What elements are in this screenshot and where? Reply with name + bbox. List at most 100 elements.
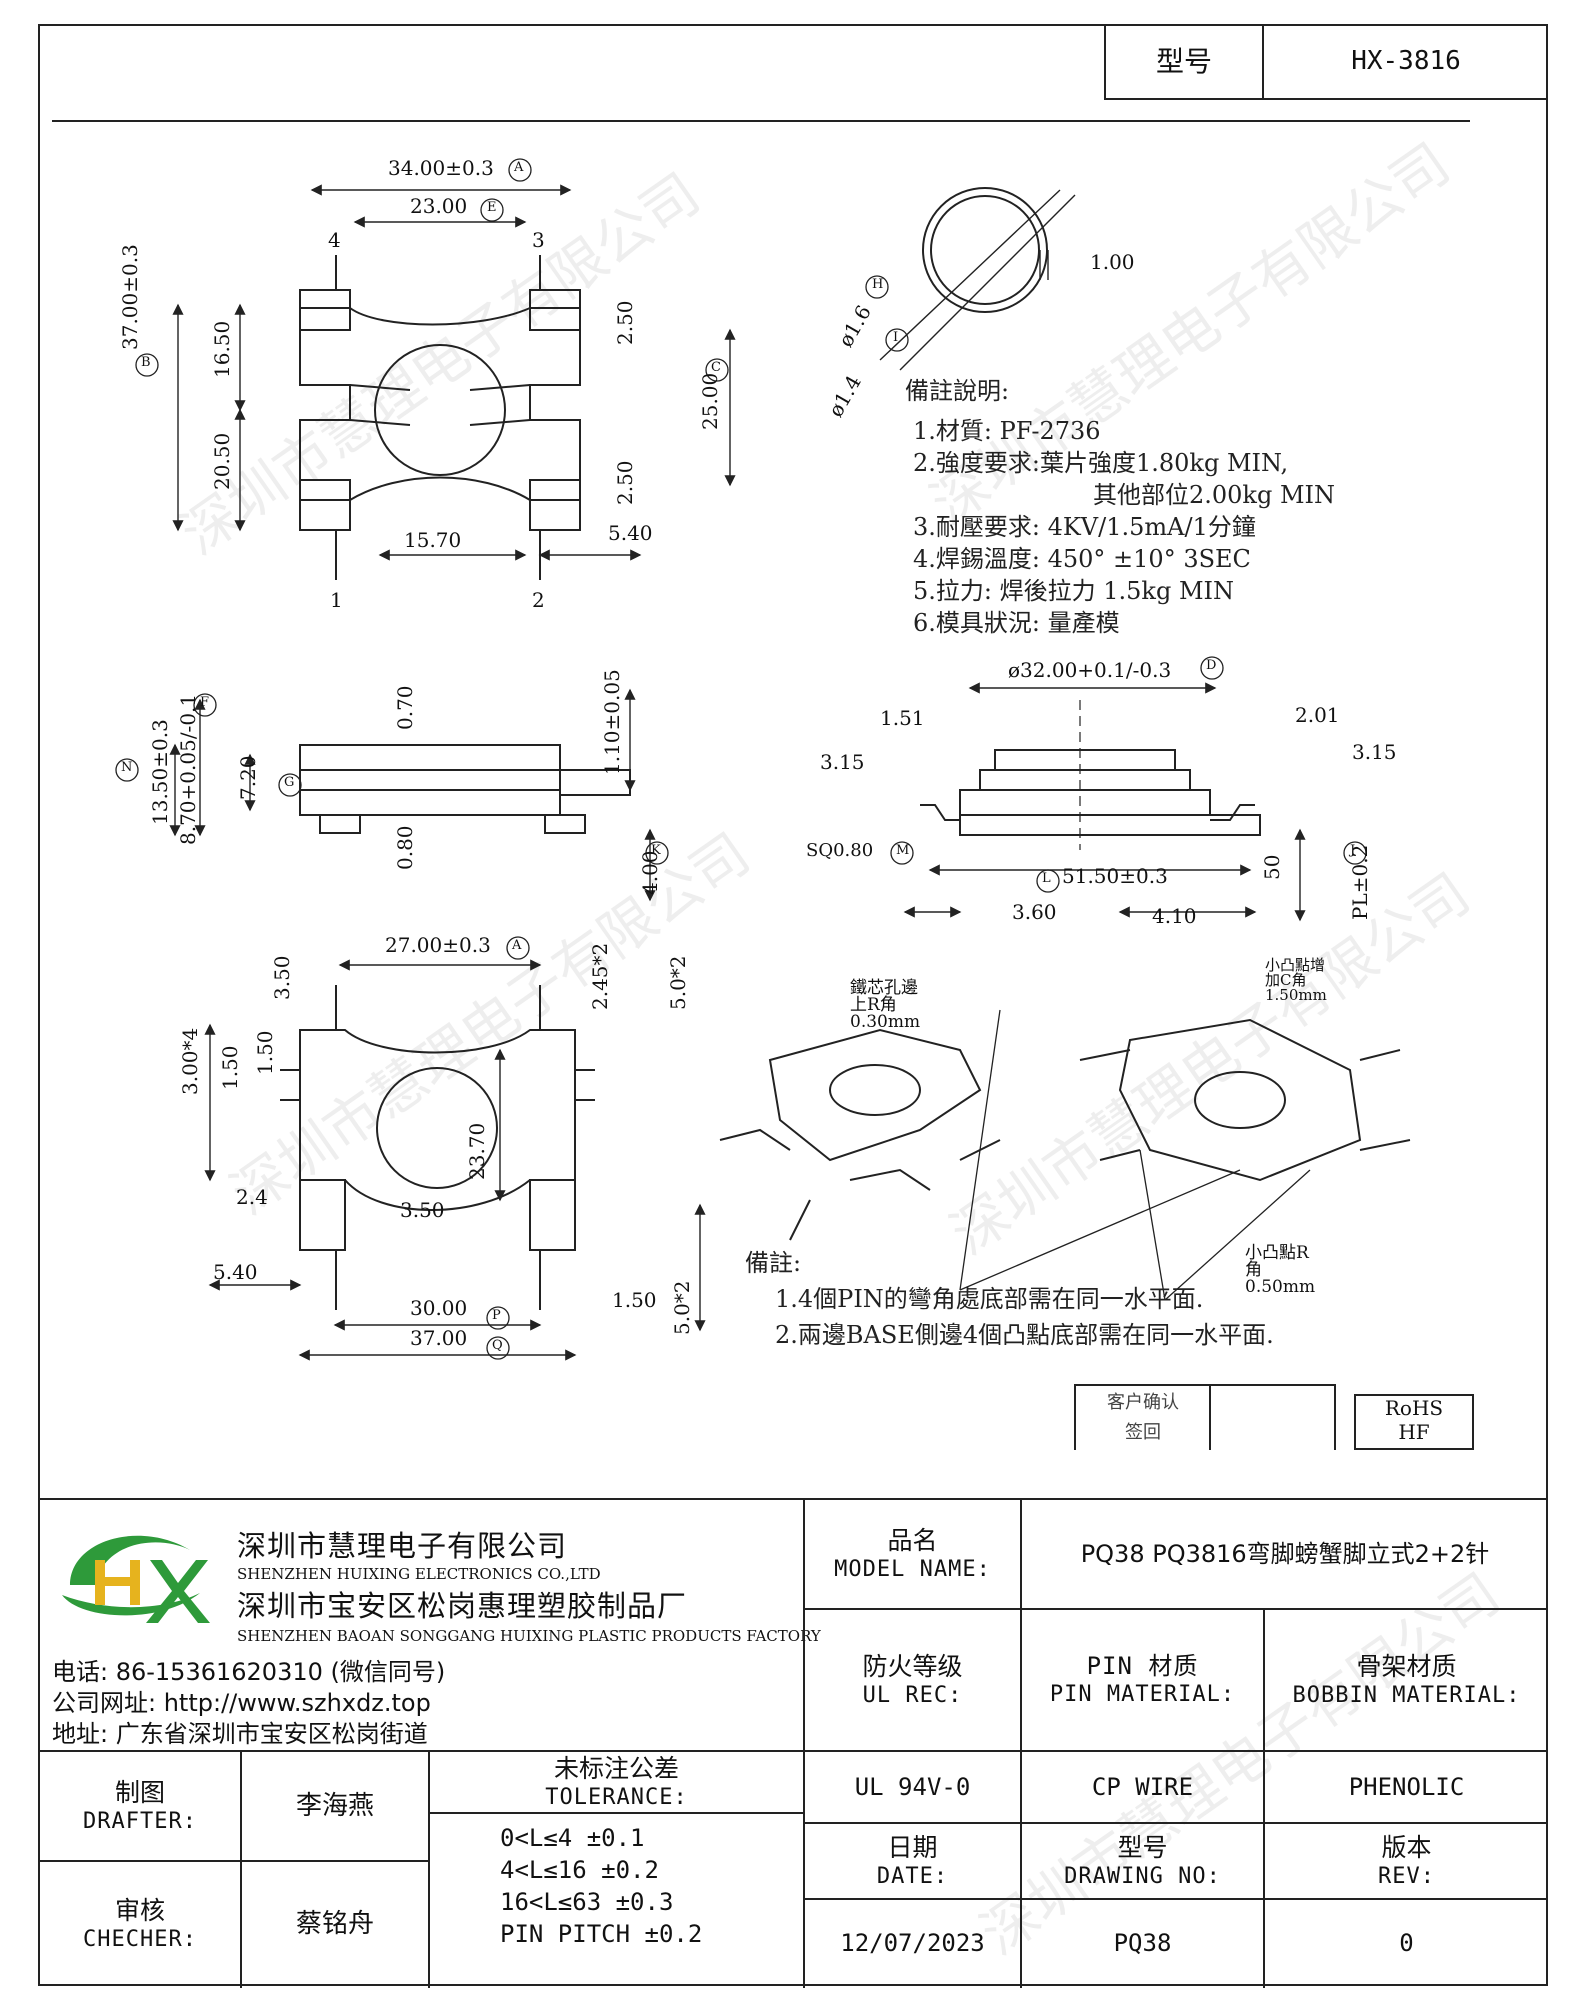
pin-material-label: PIN 材质 PIN MATERIAL: bbox=[1022, 1610, 1263, 1750]
ul-label-en: UL REC: bbox=[862, 1682, 963, 1708]
dim-text: 25.00 bbox=[698, 372, 722, 430]
note-item: 2.兩邊BASE側邊4個凸點底部需在同一水平面. bbox=[775, 1321, 1274, 1349]
grid-line bbox=[38, 1860, 428, 1862]
model-name-label-en: MODEL NAME: bbox=[834, 1556, 991, 1582]
technical-drawing bbox=[115, 158, 1474, 1450]
company-address: 地址: 广东省深圳市宝安区松岗街道 bbox=[52, 1720, 428, 1748]
dim-text: SQ0.80 bbox=[806, 840, 874, 861]
note-item: 2.強度要求:葉片強度1.80kg MIN, bbox=[913, 449, 1289, 477]
grid-line bbox=[428, 1812, 803, 1814]
isometric-view-right bbox=[1079, 1018, 1411, 1182]
circle-label: P bbox=[492, 1308, 501, 1323]
tolerance-line: 0<L≤4 ±0.1 bbox=[500, 1824, 645, 1852]
pin-detail bbox=[879, 187, 1076, 371]
company-name-en: SHENZHEN HUIXING ELECTRONICS CO.,LTD bbox=[237, 1565, 601, 1583]
circle-label: A bbox=[512, 938, 522, 953]
pin-number: 2 bbox=[532, 588, 545, 612]
dim-text: 2.01 bbox=[1295, 703, 1340, 727]
pin-number: 1 bbox=[330, 588, 343, 612]
drawing-no-label-cn: 型号 bbox=[1117, 1832, 1168, 1862]
bobbin-material-label-en: BOBBIN MATERIAL: bbox=[1292, 1682, 1521, 1708]
circle-label: F bbox=[200, 695, 210, 710]
company-phone: 电话: 86-15361620310 (微信同号) bbox=[52, 1658, 446, 1686]
header-model-value: HX-3816 bbox=[1351, 45, 1461, 76]
rohs-box bbox=[1354, 1394, 1474, 1450]
dim-text: 1.50 bbox=[218, 1045, 242, 1090]
dim-text: 51.50±0.3 bbox=[1062, 864, 1168, 888]
circle-markers bbox=[115, 158, 1367, 1360]
rev-label-cn: 版本 bbox=[1381, 1832, 1432, 1862]
circle-label: Q bbox=[492, 1338, 503, 1353]
pin-material-value: CP WIRE bbox=[1091, 1773, 1194, 1801]
dim-text: 50 bbox=[1260, 854, 1284, 880]
header-model-box: 型号 HX-3816 bbox=[1104, 24, 1548, 100]
date-value: 12/07/2023 bbox=[840, 1929, 985, 1957]
rohs-label: RoHS bbox=[1384, 1396, 1444, 1420]
bottom-view-outline bbox=[280, 985, 595, 1310]
isometric-view-left bbox=[719, 1028, 1001, 1241]
rev-label: 版本 REV: bbox=[1265, 1824, 1548, 1898]
dim-text: 2.45*2 bbox=[588, 942, 612, 1010]
dim-text: 3.50 bbox=[270, 955, 294, 1000]
drafter-label: 制图 DRAFTER: bbox=[40, 1752, 240, 1860]
note-item: 5.拉力: 焊後拉力 1.5kg MIN bbox=[913, 577, 1234, 605]
note-item: 6.模具狀況: 量產模 bbox=[913, 609, 1120, 637]
factory-name-en: SHENZHEN BAOAN SONGGANG HUIXING PLASTIC … bbox=[237, 1627, 821, 1645]
date-label-en: DATE: bbox=[876, 1863, 949, 1889]
circle-label: N bbox=[121, 760, 133, 775]
top-view-dimension-lines bbox=[172, 184, 736, 561]
grid-line bbox=[1020, 1498, 1022, 1988]
drawing-no-label: 型号 DRAWING NO: bbox=[1022, 1824, 1263, 1898]
dim-text: 1.50 bbox=[253, 1030, 277, 1075]
notes-top: 備註說明: 1.材質: PF-2736 2.強度要求:葉片強度1.80kg MI… bbox=[905, 375, 1335, 639]
dim-text: 2.50 bbox=[613, 300, 637, 345]
model-name-label-cn: 品名 bbox=[887, 1525, 938, 1555]
top-view-outline bbox=[299, 255, 581, 580]
customer-confirm-label: 客户确认 bbox=[1107, 1392, 1179, 1413]
dim-text: 8.70+0.05/-0.1 bbox=[176, 693, 200, 845]
drafter-label-en: DRAFTER: bbox=[83, 1808, 197, 1834]
dim-text: 37.00 bbox=[410, 1326, 468, 1350]
dim-text: 15.70 bbox=[404, 528, 462, 552]
header-model-label: 型号 bbox=[1106, 24, 1264, 98]
circle-label: A bbox=[514, 160, 524, 175]
date-label: 日期 DATE: bbox=[805, 1824, 1020, 1898]
dim-text: 30.00 bbox=[410, 1296, 468, 1320]
circle-label: D bbox=[1206, 658, 1217, 673]
grid-line bbox=[803, 1822, 1548, 1824]
grid-line bbox=[38, 1750, 1548, 1752]
dim-text: 27.00±0.3 bbox=[385, 933, 491, 957]
dim-text: ø32.00+0.1/-0.3 bbox=[1008, 658, 1172, 682]
dim-text: 3.00*4 bbox=[178, 1027, 202, 1095]
model-name-label: 品名 MODEL NAME: bbox=[805, 1500, 1020, 1608]
dim-text: 23.00 bbox=[410, 194, 468, 218]
drafter-value: 李海燕 bbox=[295, 1790, 374, 1821]
ul-value: UL 94V-0 bbox=[854, 1773, 971, 1801]
front-view-outline bbox=[920, 700, 1261, 850]
dim-text: 5.0*2 bbox=[666, 955, 690, 1010]
drawing-no-value: PQ38 bbox=[1113, 1929, 1172, 1957]
tolerance-line: 16<L≤63 ±0.3 bbox=[500, 1888, 674, 1916]
title-block-top-border bbox=[38, 1498, 1548, 1500]
ul-label-cn: 防火等级 bbox=[862, 1651, 963, 1681]
hf-label: HF bbox=[1398, 1420, 1430, 1444]
note-item: 1.4個PIN的彎角處底部需在同一水平面. bbox=[775, 1285, 1204, 1313]
date-label-cn: 日期 bbox=[887, 1832, 938, 1862]
callout-text: 鐵芯孔邊上R角0.30mm bbox=[850, 978, 921, 1032]
circle-label: K bbox=[651, 843, 661, 858]
dim-text: 5.40 bbox=[608, 521, 653, 545]
pin-number: 3 bbox=[532, 228, 545, 252]
dim-text: 2.4 bbox=[236, 1185, 268, 1209]
dim-text: 3.15 bbox=[1352, 740, 1397, 764]
header-divider bbox=[52, 120, 1470, 122]
side-view-dimension-lines bbox=[169, 688, 656, 902]
note-item: 1.材質: PF-2736 bbox=[913, 417, 1101, 445]
dim-text: 3.60 bbox=[1012, 900, 1057, 924]
grid-line bbox=[428, 1750, 430, 1988]
side-view-outline bbox=[299, 744, 631, 834]
tolerance-table: 0<L≤4 ±0.1 4<L≤16 ±0.2 16<L≤63 ±0.3 PIN … bbox=[500, 1822, 702, 1950]
notes-bottom-title: 備註: bbox=[745, 1249, 802, 1277]
dim-text: 13.50±0.3 bbox=[148, 719, 172, 825]
iso-callout-lines bbox=[959, 1009, 1311, 1301]
dim-text: 2.50 bbox=[613, 460, 637, 505]
